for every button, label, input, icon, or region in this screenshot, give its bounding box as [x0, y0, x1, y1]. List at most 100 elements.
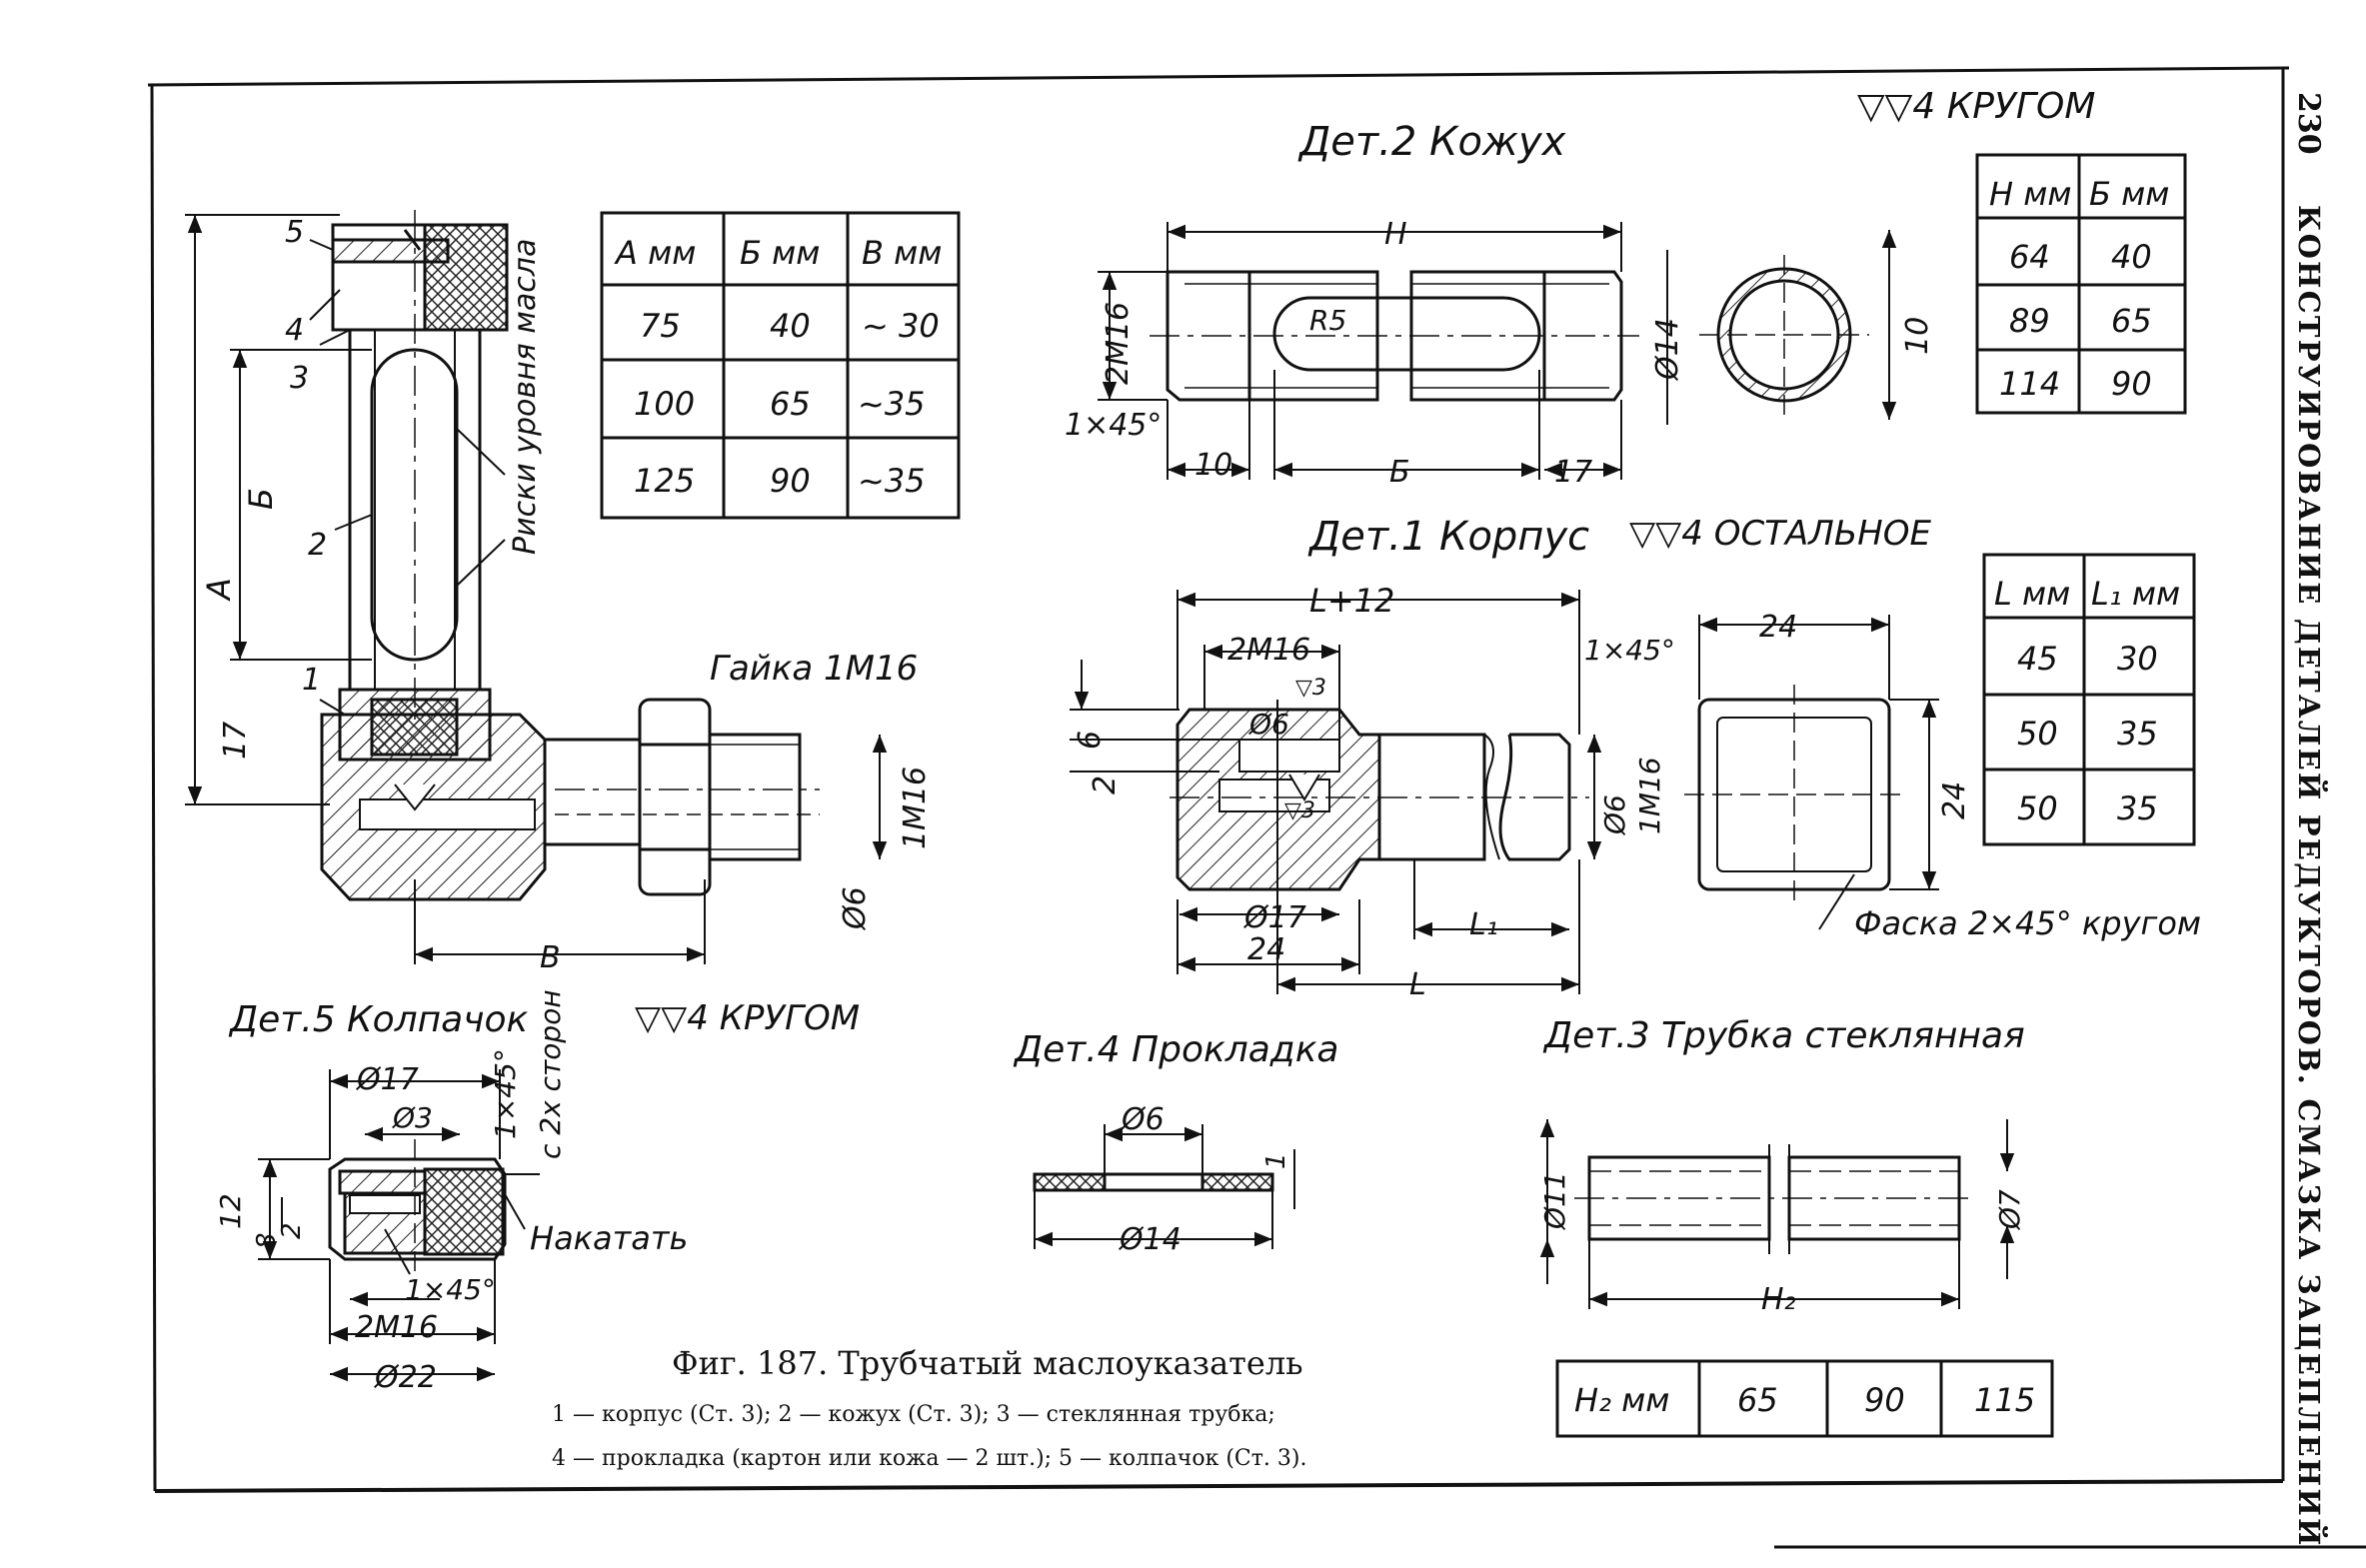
table-h2: H₂ мм 65 90 115: [1555, 1359, 2054, 1438]
det1-dim-L: L: [1409, 967, 1426, 1002]
assembly-view: [320, 210, 820, 901]
table-h2-cell: 65: [1737, 1381, 1778, 1419]
det3-dim-d7: Ø7: [1993, 1189, 2026, 1230]
callout-4: 4: [285, 313, 304, 348]
det5-dim-12: 12: [214, 1193, 247, 1229]
table-abv-cell: 75: [640, 307, 681, 345]
table-hb-cell: 64: [2009, 238, 2050, 276]
nut: [638, 698, 712, 896]
det2-dim-sec10: 10: [1900, 317, 1935, 355]
det1-finish: ▽▽4 ОСТАЛЬНОЕ: [1629, 514, 1931, 554]
table-h2-cell: 115: [1974, 1381, 2035, 1419]
table-h2-header: H₂ мм: [1574, 1381, 1669, 1419]
table-lL1-header: L₁ мм: [2091, 575, 2180, 613]
det3-labels: Ø11 Ø7 H₂: [1538, 1171, 2026, 1317]
det3-dims: [1539, 1119, 2015, 1309]
det5-title: Дет.5 Колпачок: [228, 999, 529, 1040]
callout-1: 1: [302, 663, 321, 698]
dim-A: А: [200, 578, 238, 602]
det1-finish-3b: ▽3: [1284, 798, 1315, 823]
table-abv-header: А мм: [614, 234, 696, 272]
det1-title: Дет.1 Корпус: [1307, 514, 1589, 560]
table-hb-cell: 114: [1999, 365, 2060, 403]
page-number: 230: [2291, 92, 2326, 155]
det5-dim-thread: 2M16: [355, 1310, 438, 1345]
table-abv-cell: 100: [634, 385, 695, 423]
det2-dim-d14: Ø14: [1650, 318, 1685, 382]
det5-drawing: [328, 1139, 507, 1284]
det5-dim-chamfer: 1×45°: [489, 1048, 522, 1139]
det2-dim-17: 17: [1554, 455, 1592, 490]
det1-dims: [1070, 590, 1939, 994]
oil-marks-label: Риски уровня масла: [508, 239, 543, 555]
det5-dims: [258, 1069, 540, 1344]
det4-dim-d6: Ø6: [1120, 1102, 1165, 1137]
assembly-dims: [185, 214, 888, 964]
table-abv-header: Б мм: [740, 234, 820, 272]
det5-dim-8: 8: [252, 1232, 282, 1249]
table-lL1-cell: 50: [2017, 789, 2058, 827]
table-lL1: L мм L₁ мм 45 30 50 35 50 35: [1982, 553, 2196, 846]
table-hb-cell: 40: [2111, 238, 2152, 276]
dim-bore: Ø6: [838, 886, 873, 931]
table-lL1-cell: 35: [2117, 715, 2158, 753]
nut-label: Гайка 1М16: [710, 649, 918, 689]
table-abv-cell: ~35: [858, 462, 926, 500]
det1-dim-24: 24: [1247, 932, 1285, 967]
table-hb-cell: 90: [2111, 365, 2152, 403]
table-hb-cell: 65: [2111, 302, 2152, 340]
det1-labels: L+12 2M16 Ø6 ▽3 ▽3 6 2 Ø17 24 L L₁ 1×45°…: [1073, 582, 2201, 1002]
sight-window: [370, 348, 459, 662]
det5-finish: ▽▽4 КРУГОМ: [635, 998, 860, 1038]
det1-dim-thread: 2M16: [1227, 633, 1310, 668]
det2-dims: [1098, 222, 1897, 480]
callout-5: 5: [285, 215, 304, 250]
dim-V: В: [540, 940, 561, 975]
running-head-text: КОНСТРУИРОВАНИЕ ДЕТАЛЕЙ РЕДУКТОРОВ. СМАЗ…: [2292, 205, 2329, 1548]
table-lL1-cell: 50: [2017, 715, 2058, 753]
det1-dim-m16: 1M16: [1633, 757, 1666, 834]
det2-dim-chamfer: 1×45°: [1065, 408, 1162, 443]
callout-2: 2: [308, 528, 327, 563]
dim-17: 17: [218, 722, 253, 760]
table-lL1-cell: 35: [2117, 789, 2158, 827]
det5-labels: Ø17 Ø3 1×45° с 2х сторон 12 8 2 Накатать…: [214, 989, 688, 1395]
callout-3: 3: [290, 361, 309, 396]
dim-B: Б: [242, 488, 280, 510]
det5-knurl-label: Накатать: [530, 1219, 688, 1257]
det4-title: Дет.4 Прокладка: [1013, 1029, 1339, 1070]
det2-dim-B: Б: [1389, 455, 1410, 490]
det1-finish-3a: ▽3: [1295, 676, 1326, 701]
det3-dim-H2: H₂: [1761, 1282, 1796, 1317]
det4-dims: [1034, 1124, 1295, 1249]
det1-dim-L1: L₁: [1469, 907, 1498, 942]
caption-line-2: 4 — прокладка (картон или кожа — 2 шт.);…: [552, 1446, 1306, 1471]
figure-caption: Фиг. 187. Трубчатый маслоуказатель 1 — к…: [552, 1344, 1306, 1471]
table-abv: А мм Б мм В мм 75 40 ~ 30 100 65 ~35 125…: [600, 211, 961, 520]
det3-title: Дет.3 Трубка стеклянная: [1542, 1015, 2025, 1056]
det1-dim-chamfer: 1×45°: [1584, 634, 1675, 667]
det4-drawing: [1033, 1172, 1274, 1192]
caption-line-1: 1 — корпус (Ст. 3); 2 — кожух (Ст. 3); 3…: [552, 1402, 1275, 1427]
det4-dim-d14: Ø14: [1118, 1222, 1182, 1257]
table-h2-cell: 90: [1864, 1381, 1905, 1419]
det5-dim-chamfer2: 1×45°: [405, 1273, 496, 1306]
det1-dim-side24: 24: [1937, 782, 1972, 819]
table-lL1-cell: 45: [2017, 640, 2058, 678]
table-abv-header: В мм: [862, 234, 942, 272]
running-head: 230 КОНСТРУИРОВАНИЕ ДЕТАЛЕЙ РЕДУКТОРОВ. …: [2291, 92, 2329, 1548]
det1-dim-L12: L+12: [1309, 582, 1394, 620]
det1-dim-2: 2: [1088, 776, 1123, 794]
table-hb-cell: 89: [2009, 302, 2050, 340]
det2-drawing: [1150, 255, 1869, 415]
det1-dim-top24: 24: [1759, 610, 1797, 645]
det2-dim-thread: 2M16: [1101, 302, 1136, 385]
table-abv-cell: ~35: [858, 385, 926, 423]
det1-dim-d17: Ø17: [1242, 900, 1306, 935]
table-abv-cell: 90: [770, 462, 811, 500]
det2-dim-R5: R5: [1309, 304, 1346, 337]
det5-knurl: [423, 1167, 505, 1256]
det2-dim-H: H: [1384, 217, 1407, 252]
dim-thread: 1M16: [898, 767, 933, 849]
